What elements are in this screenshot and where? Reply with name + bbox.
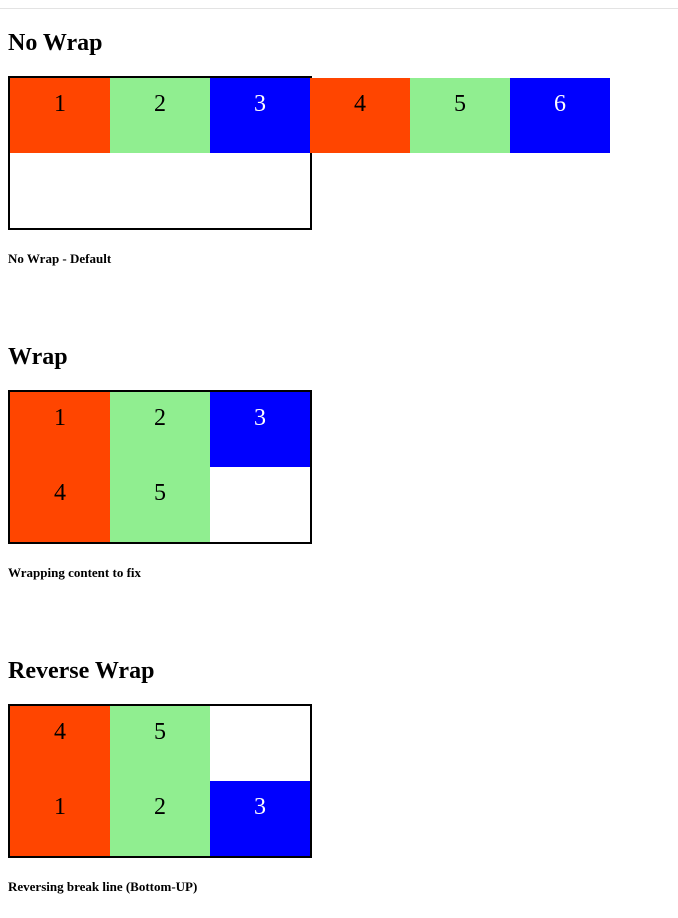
top-divider (0, 8, 678, 9)
flex-item-6: 6 (510, 78, 610, 153)
flex-item-1: 1 (10, 781, 110, 856)
wrap-section: Wrap 1 2 3 4 5 Wrapping content to fix (8, 342, 668, 580)
no-wrap-flex-container: 1 2 3 4 5 6 (8, 76, 610, 230)
wrap-heading: Wrap (8, 344, 68, 370)
flex-item-2: 2 (110, 392, 210, 467)
reverse-wrap-section: Reverse Wrap 1 2 3 4 5 Reversing break l… (8, 656, 668, 894)
wrap-caption: Wrapping content to fix (8, 565, 142, 580)
flex-item-3: 3 (210, 392, 310, 467)
flex-item-3: 3 (210, 78, 310, 153)
flex-item-5: 5 (110, 467, 210, 542)
wrap-flex-container: 1 2 3 4 5 (8, 390, 312, 544)
flex-item-4: 4 (310, 78, 410, 153)
no-wrap-section: No Wrap 1 2 3 4 5 6 No Wrap - Default (8, 28, 668, 266)
flex-item-2: 2 (110, 78, 210, 153)
flex-item-3: 3 (210, 781, 310, 856)
flex-item-5: 5 (110, 706, 210, 781)
no-wrap-caption: No Wrap - Default (8, 251, 112, 266)
reverse-wrap-flex-container: 1 2 3 4 5 (8, 704, 312, 858)
flex-item-1: 1 (10, 392, 110, 467)
reverse-wrap-caption: Reversing break line (Bottom-UP) (8, 879, 198, 894)
reverse-wrap-heading: Reverse Wrap (8, 658, 155, 684)
flex-item-4: 4 (10, 706, 110, 781)
flex-item-2: 2 (110, 781, 210, 856)
flex-item-1: 1 (10, 78, 110, 153)
flex-item-4: 4 (10, 467, 110, 542)
no-wrap-heading: No Wrap (8, 30, 103, 56)
flex-item-5: 5 (410, 78, 510, 153)
